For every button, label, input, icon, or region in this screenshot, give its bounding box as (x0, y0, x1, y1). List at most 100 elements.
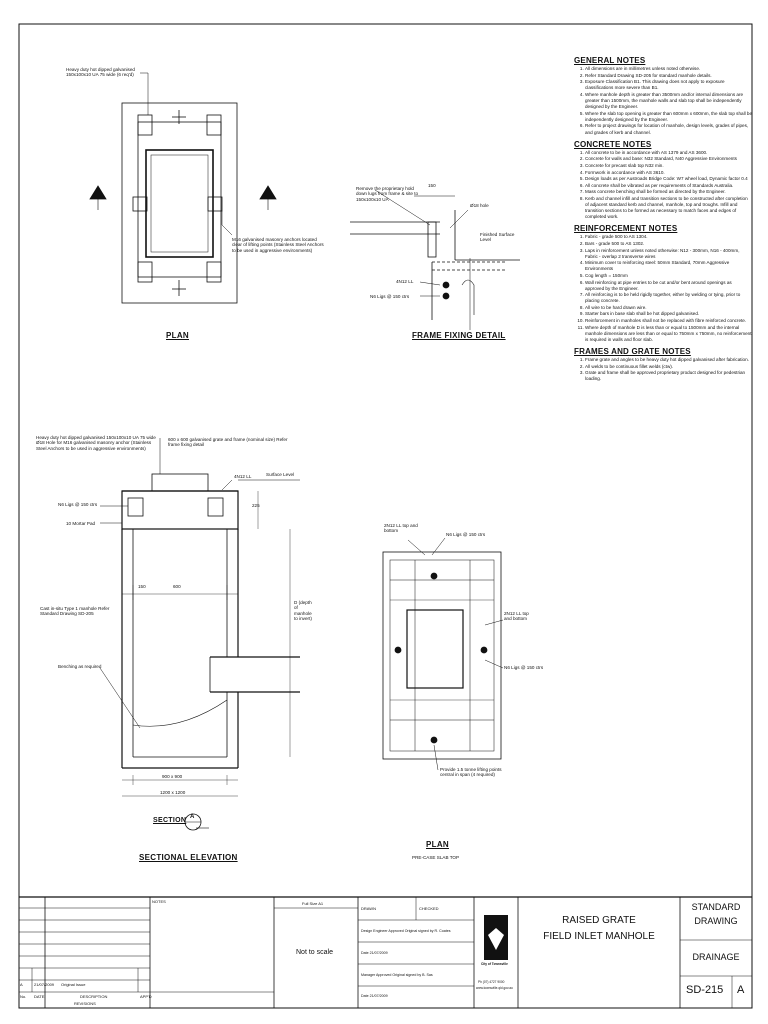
note-item: Where depth of manhole D is less than or… (585, 325, 752, 343)
label-se-grate: 600 x 600 galvanised grate and frame (no… (168, 437, 288, 448)
tb-checked-label: CHECKED (419, 906, 439, 911)
tb-rev-date: 21/07/2009 (34, 982, 55, 987)
note-item: Concrete for walls and base: N32 Standar… (585, 156, 752, 162)
plan-slab-title: PLAN (426, 840, 449, 849)
label-plan-anchor: M16 galvanised masonry anchors located c… (232, 237, 324, 253)
label-ff-dim: 150 (428, 183, 436, 188)
note-item: All concrete to be in accordance with AS… (585, 150, 752, 156)
label-se-top: 225 (252, 503, 260, 508)
note-item: Laps in reinforcement unless noted other… (585, 248, 752, 260)
note-item: Where the slab top opening is greater th… (585, 111, 752, 123)
note-item: Fabric - grade 500 to AS 1304. (585, 234, 752, 240)
note-item: All reinforcing is to be held rigidly to… (585, 292, 752, 304)
note-item: Refer Standard Drawing SD-205 for standa… (585, 73, 752, 79)
label-se-dim-1200: 1200 x 1200 (160, 790, 186, 795)
title-block-lines (19, 896, 752, 1008)
tb-title-line1: RAISED GRATE (562, 915, 636, 926)
notes-panel: GENERAL NOTES All dimensions are in mill… (574, 52, 752, 383)
note-item: Minimum cover to reinforcing steel: 50mm… (585, 260, 752, 272)
tb-web: www.townsville.qld.gov.au (476, 986, 513, 990)
section-marker-label: SECTION (153, 817, 187, 824)
label-p2-ligs-top: N6 Ligs @ 150 ctrs (446, 532, 486, 537)
plan-slab-subtitle: PRE-CASE SLAB TOP (412, 855, 460, 860)
tb-title-line2: FIELD INLET MANHOLE (543, 931, 655, 942)
tb-col-appd: APP'D (140, 994, 152, 999)
sectional-elevation (99, 438, 300, 831)
tb-col-date: DATE (34, 994, 45, 999)
label-se-benching: Benching as required (58, 664, 102, 669)
label-p2-ligs-side: N6 Ligs @ 150 ctrs (504, 665, 544, 670)
notes-list-reinforcement: Fabric - grade 500 to AS 1304. Bars - gr… (574, 234, 752, 343)
notes-list-frames: Frame grate and angles to be heavy duty … (574, 357, 752, 382)
tb-drawing-label: DRAWING (694, 916, 738, 926)
sectional-elevation-title: SECTIONAL ELEVATION (139, 853, 238, 862)
plan-title: PLAN (166, 331, 189, 340)
notes-heading-general: GENERAL NOTES (574, 56, 646, 65)
plan-slab-top (382, 537, 504, 771)
note-item: Concrete for precast slab top N32 min. (585, 163, 752, 169)
label-se-dim-600: 600 (173, 584, 181, 589)
tb-drawn-label: DRAWN (361, 906, 376, 911)
notes-heading-frames: FRAMES AND GRATE NOTES (574, 346, 691, 356)
tb-revision: A (737, 984, 745, 996)
label-p2-lift: Provide 1.5 tonne lifting points central… (440, 767, 502, 778)
label-se-dim-150: 150 (138, 584, 146, 589)
label-ff-surface: Finished Surface Level (480, 232, 515, 243)
label-se-dim-900: 900 x 900 (162, 774, 183, 779)
note-item: Where manhole depth is greater than 3500… (585, 92, 752, 110)
notes-heading-concrete: CONCRETE NOTES (574, 139, 652, 149)
note-item: Exposure Classification B1. This drawing… (585, 79, 752, 91)
label-se-angle: Heavy duty hot dipped galvanised 150x100… (36, 435, 156, 451)
note-item: Bars - grade 500 to AS 1302. (585, 241, 752, 247)
tb-drawing-number: SD-215 (686, 984, 724, 996)
tb-category: DRAINAGE (692, 952, 740, 962)
tb-full-size: Full Size A1 (302, 901, 324, 906)
council-logo-icon (484, 915, 508, 960)
label-ff-ligs: N6 Ligs @ 150 ctrs (370, 294, 410, 299)
note-item: Grate and frame shall be approved propri… (585, 370, 752, 382)
tb-rev-a: A (20, 982, 23, 987)
label-ff-remove: Remove the proprietary hold down lugs fr… (356, 186, 419, 202)
notes-heading-reinforcement: REINFORCEMENT NOTES (574, 224, 678, 234)
label-se-ligs: N6 Ligs @ 150 ctrs (58, 502, 98, 507)
label-ff-bar: 4N12 LL (396, 279, 414, 284)
frame-fixing-detail (350, 189, 520, 330)
tb-col-desc: DESCRIPTION (80, 994, 108, 999)
label-se-castin: Cast in-situ Type 1 manhole Refer Standa… (40, 606, 110, 617)
tb-scale: Not to scale (296, 949, 333, 956)
note-item: Reinforcement in manholes shall not be r… (585, 318, 752, 324)
label-plan-angle: Heavy duty hot dipped galvanised 150x100… (66, 67, 135, 78)
section-marker-letter: A (190, 814, 195, 820)
notes-list-concrete: All concrete to be in accordance with AS… (574, 150, 752, 221)
note-item: Frame grate and angles to be heavy duty … (585, 357, 752, 363)
tb-manager-date: Date 21/07/2009 (361, 994, 388, 998)
plan-view (89, 72, 277, 304)
note-item: Formwork in accordance with AS 3610. (585, 170, 752, 176)
tb-notes-label: NOTES (152, 899, 166, 904)
note-item: Starter bars in base slab shall be hot d… (585, 311, 752, 317)
tb-design-eng: Design Engineer Approved Original signed… (361, 929, 451, 933)
label-se-surface: Surface Level (266, 472, 295, 477)
note-item: Design loads as per Austroads Bridge Cod… (585, 176, 752, 182)
note-item: Kerb and channel infill and transition s… (585, 196, 752, 220)
tb-col-no: No. (20, 994, 27, 999)
note-item: All concrete shall be vibrated as per re… (585, 183, 752, 189)
tb-revisions-label: REVISIONS (74, 1001, 96, 1006)
tb-council-name: City of Townsville (481, 962, 508, 966)
tb-manager: Manager Approved Original signed by B. S… (361, 973, 433, 977)
label-p2-bar-top: 2N12 LL top and bottom (384, 523, 418, 534)
label-ff-hole: Ø18 hole (470, 203, 489, 208)
label-se-bar: 4N12 LL (234, 474, 252, 479)
note-item: Wall reinforcing at pipe entries to be c… (585, 280, 752, 292)
label-p2-bar-side: 2N12 LL top and bottom (504, 611, 529, 622)
note-item: All wire to be hard drawn wire. (585, 305, 752, 311)
label-se-mortar: 10 Mortar Pad (66, 521, 96, 526)
note-item: All welds to be continuous fillet welds … (585, 364, 752, 370)
tb-phone: Ph (07) 4727 9000 (478, 980, 505, 984)
note-item: Mass concrete benching shall be formed a… (585, 189, 752, 195)
note-item: Refer to project drawings for location o… (585, 123, 752, 135)
tb-standard-label: STANDARD (691, 902, 741, 912)
tb-rev-desc: Original Issue (61, 982, 86, 987)
note-item: Cog length = 150mm (585, 273, 752, 279)
